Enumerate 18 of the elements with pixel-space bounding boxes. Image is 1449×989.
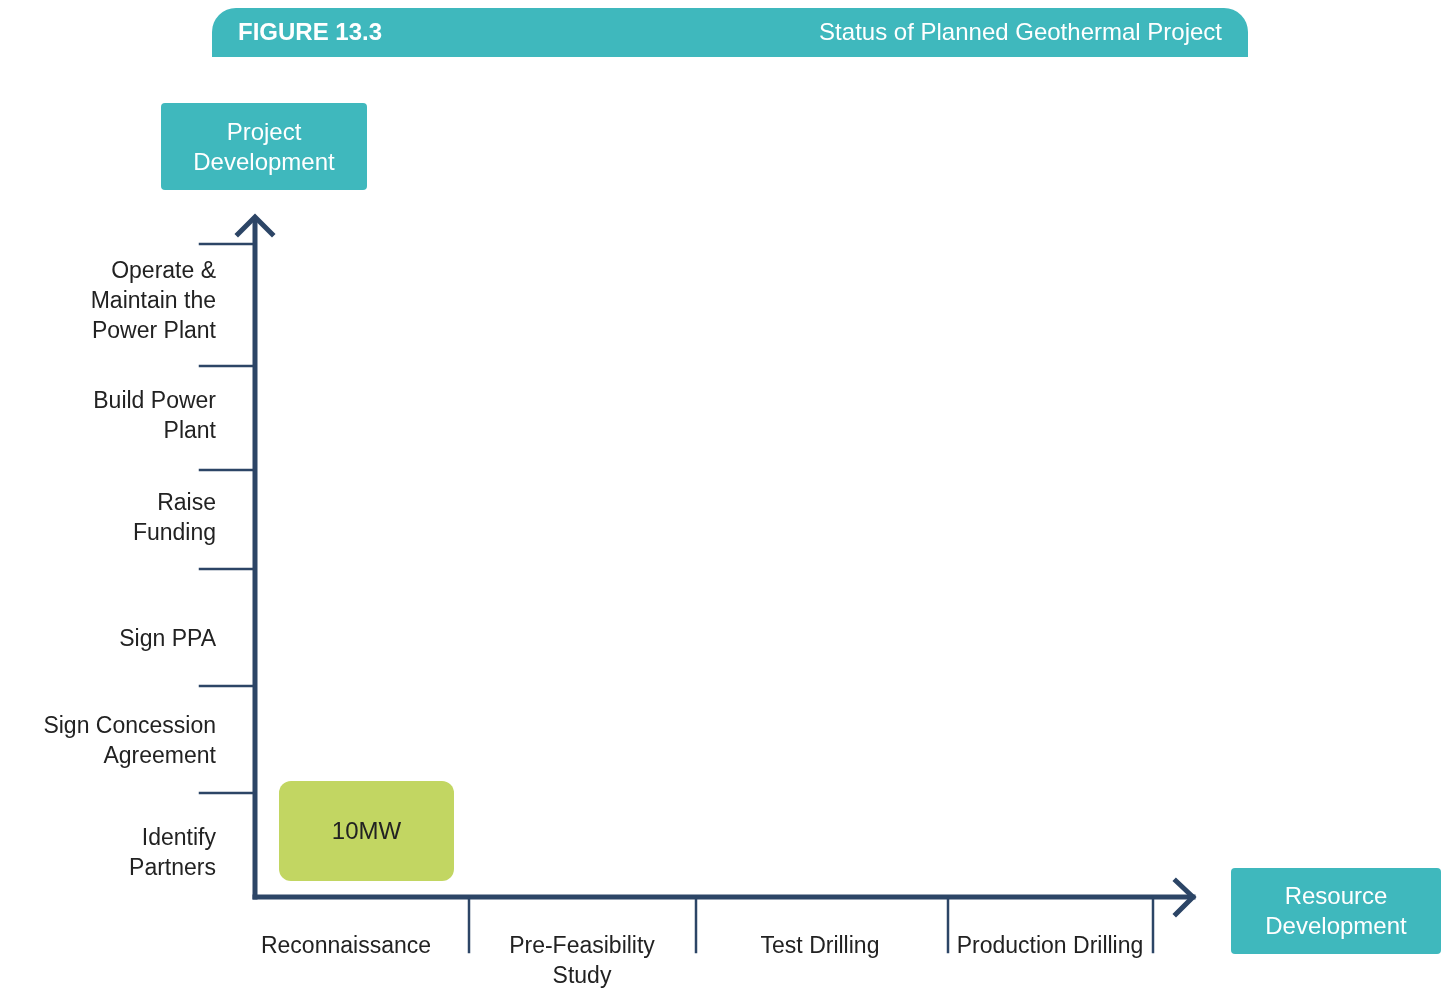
figure-title: Status of Planned Geothermal Project	[819, 18, 1222, 46]
y-axis-label: Raise Funding	[131, 488, 216, 547]
figure-number: FIGURE 13.3	[238, 18, 383, 46]
x-axis-label: Production Drilling	[955, 931, 1145, 960]
box-label: Project Development	[192, 116, 336, 177]
status-marker-box	[279, 781, 454, 881]
axis-title-box	[161, 103, 367, 190]
x-axis-label: Test Drilling	[759, 931, 881, 960]
x-axis-label: Pre-Feasibility Study	[508, 931, 656, 989]
y-axis-label: Sign Concession Agreement	[42, 711, 216, 770]
box-label: 10MW	[331, 816, 402, 846]
y-axis-label: Build Power Plant	[92, 386, 216, 445]
box-label: Resource Development	[1264, 881, 1408, 941]
y-axis-label: Identify Partners	[128, 823, 216, 882]
y-axis-label: Operate & Maintain the Power Plant	[89, 256, 216, 345]
y-axis-label: Sign PPA	[118, 624, 216, 653]
x-axis-label: Reconnaissance	[259, 931, 433, 960]
axis-title-box	[1231, 868, 1441, 954]
